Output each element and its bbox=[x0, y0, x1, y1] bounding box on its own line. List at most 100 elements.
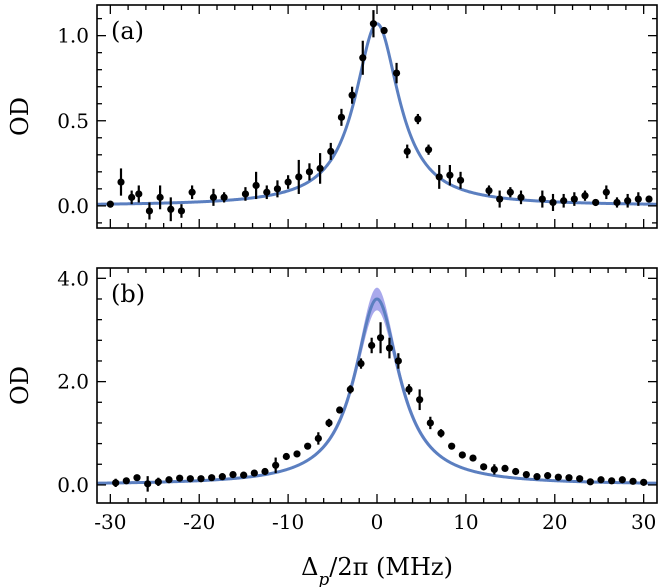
data-point bbox=[112, 478, 120, 487]
data-point bbox=[592, 198, 600, 207]
data-point bbox=[165, 476, 173, 484]
point-marker bbox=[446, 171, 454, 179]
x-tick-label: 30 bbox=[631, 510, 656, 534]
data-point bbox=[252, 171, 260, 200]
point-marker bbox=[133, 474, 141, 482]
x-tick-label: 0 bbox=[371, 510, 384, 534]
point-marker bbox=[208, 474, 216, 482]
point-marker bbox=[112, 479, 120, 487]
point-marker bbox=[458, 451, 466, 459]
point-marker bbox=[376, 334, 385, 342]
data-point bbox=[135, 185, 143, 203]
point-marker bbox=[576, 475, 584, 483]
data-point bbox=[337, 108, 346, 126]
data-point bbox=[629, 477, 637, 485]
data-point bbox=[512, 467, 520, 476]
data-point bbox=[357, 358, 365, 369]
data-point bbox=[208, 474, 216, 482]
data-point bbox=[209, 188, 218, 206]
point-marker bbox=[392, 69, 401, 77]
data-point bbox=[348, 86, 356, 104]
data-point bbox=[304, 442, 312, 450]
data-point bbox=[167, 197, 175, 222]
point-marker bbox=[618, 476, 626, 484]
point-marker bbox=[640, 478, 648, 486]
point-marker bbox=[394, 357, 402, 365]
data-point bbox=[496, 190, 504, 208]
data-point bbox=[314, 432, 322, 445]
data-point bbox=[346, 385, 354, 394]
data-point bbox=[376, 322, 385, 354]
data-point bbox=[385, 337, 394, 359]
data-point bbox=[284, 175, 292, 189]
x-tick-label: -30 bbox=[94, 510, 126, 534]
data-point bbox=[128, 190, 136, 205]
data-point bbox=[437, 429, 445, 438]
point-marker bbox=[176, 474, 184, 482]
point-marker bbox=[448, 442, 456, 450]
panel-tag: (b) bbox=[111, 280, 145, 308]
point-marker bbox=[165, 476, 173, 484]
fit-confidence-band bbox=[97, 287, 657, 484]
point-marker bbox=[250, 469, 258, 477]
data-point bbox=[240, 471, 248, 479]
data-point bbox=[220, 192, 228, 203]
data-point bbox=[405, 384, 413, 395]
x-tick-label: -20 bbox=[183, 510, 215, 534]
data-point bbox=[533, 473, 541, 481]
data-point bbox=[261, 467, 269, 476]
x-tick-label: 10 bbox=[453, 510, 478, 534]
point-marker bbox=[456, 176, 465, 184]
point-marker bbox=[272, 461, 280, 469]
x-tick-label: -10 bbox=[272, 510, 304, 534]
data-point bbox=[517, 190, 525, 205]
point-marker bbox=[512, 467, 520, 476]
y-tick-label: 2.0 bbox=[57, 370, 89, 394]
data-point bbox=[458, 451, 466, 459]
data-point bbox=[229, 470, 237, 479]
data-point bbox=[403, 144, 411, 159]
point-marker bbox=[293, 450, 301, 458]
data-point bbox=[456, 171, 465, 189]
data-point bbox=[186, 475, 194, 483]
data-point bbox=[570, 192, 578, 206]
point-marker bbox=[154, 478, 162, 486]
point-marker bbox=[416, 396, 424, 404]
point-marker bbox=[581, 192, 589, 200]
data-point bbox=[613, 197, 621, 208]
data-point bbox=[602, 185, 610, 200]
data-point bbox=[133, 474, 141, 482]
data-point bbox=[560, 193, 568, 208]
data-point bbox=[522, 470, 530, 479]
data-point bbox=[581, 190, 589, 201]
point-marker bbox=[506, 188, 514, 196]
point-marker bbox=[480, 463, 488, 471]
point-marker bbox=[565, 474, 573, 482]
point-marker bbox=[305, 168, 314, 176]
data-point bbox=[618, 476, 626, 484]
data-point bbox=[634, 192, 642, 206]
x-axis-label-text: Δp/2π (MHz) bbox=[301, 553, 453, 587]
x-axis-label: Δp/2π (MHz) bbox=[301, 553, 453, 587]
data-point bbox=[106, 200, 114, 208]
data-point bbox=[501, 464, 509, 472]
data-point bbox=[282, 452, 290, 461]
data-point bbox=[469, 454, 477, 462]
point-marker bbox=[346, 385, 354, 393]
data-point bbox=[490, 464, 498, 475]
point-marker bbox=[385, 344, 394, 352]
point-marker bbox=[501, 464, 509, 472]
data-point bbox=[177, 204, 186, 218]
data-point bbox=[380, 26, 388, 35]
point-marker bbox=[144, 480, 152, 488]
data-point bbox=[327, 142, 335, 160]
point-marker bbox=[252, 181, 260, 190]
point-marker bbox=[327, 147, 335, 155]
data-point bbox=[241, 187, 250, 201]
data-point bbox=[485, 185, 493, 196]
data-point bbox=[640, 478, 648, 486]
point-marker bbox=[544, 472, 552, 480]
point-marker bbox=[437, 429, 445, 437]
data-point bbox=[368, 337, 376, 354]
data-point bbox=[565, 474, 573, 482]
